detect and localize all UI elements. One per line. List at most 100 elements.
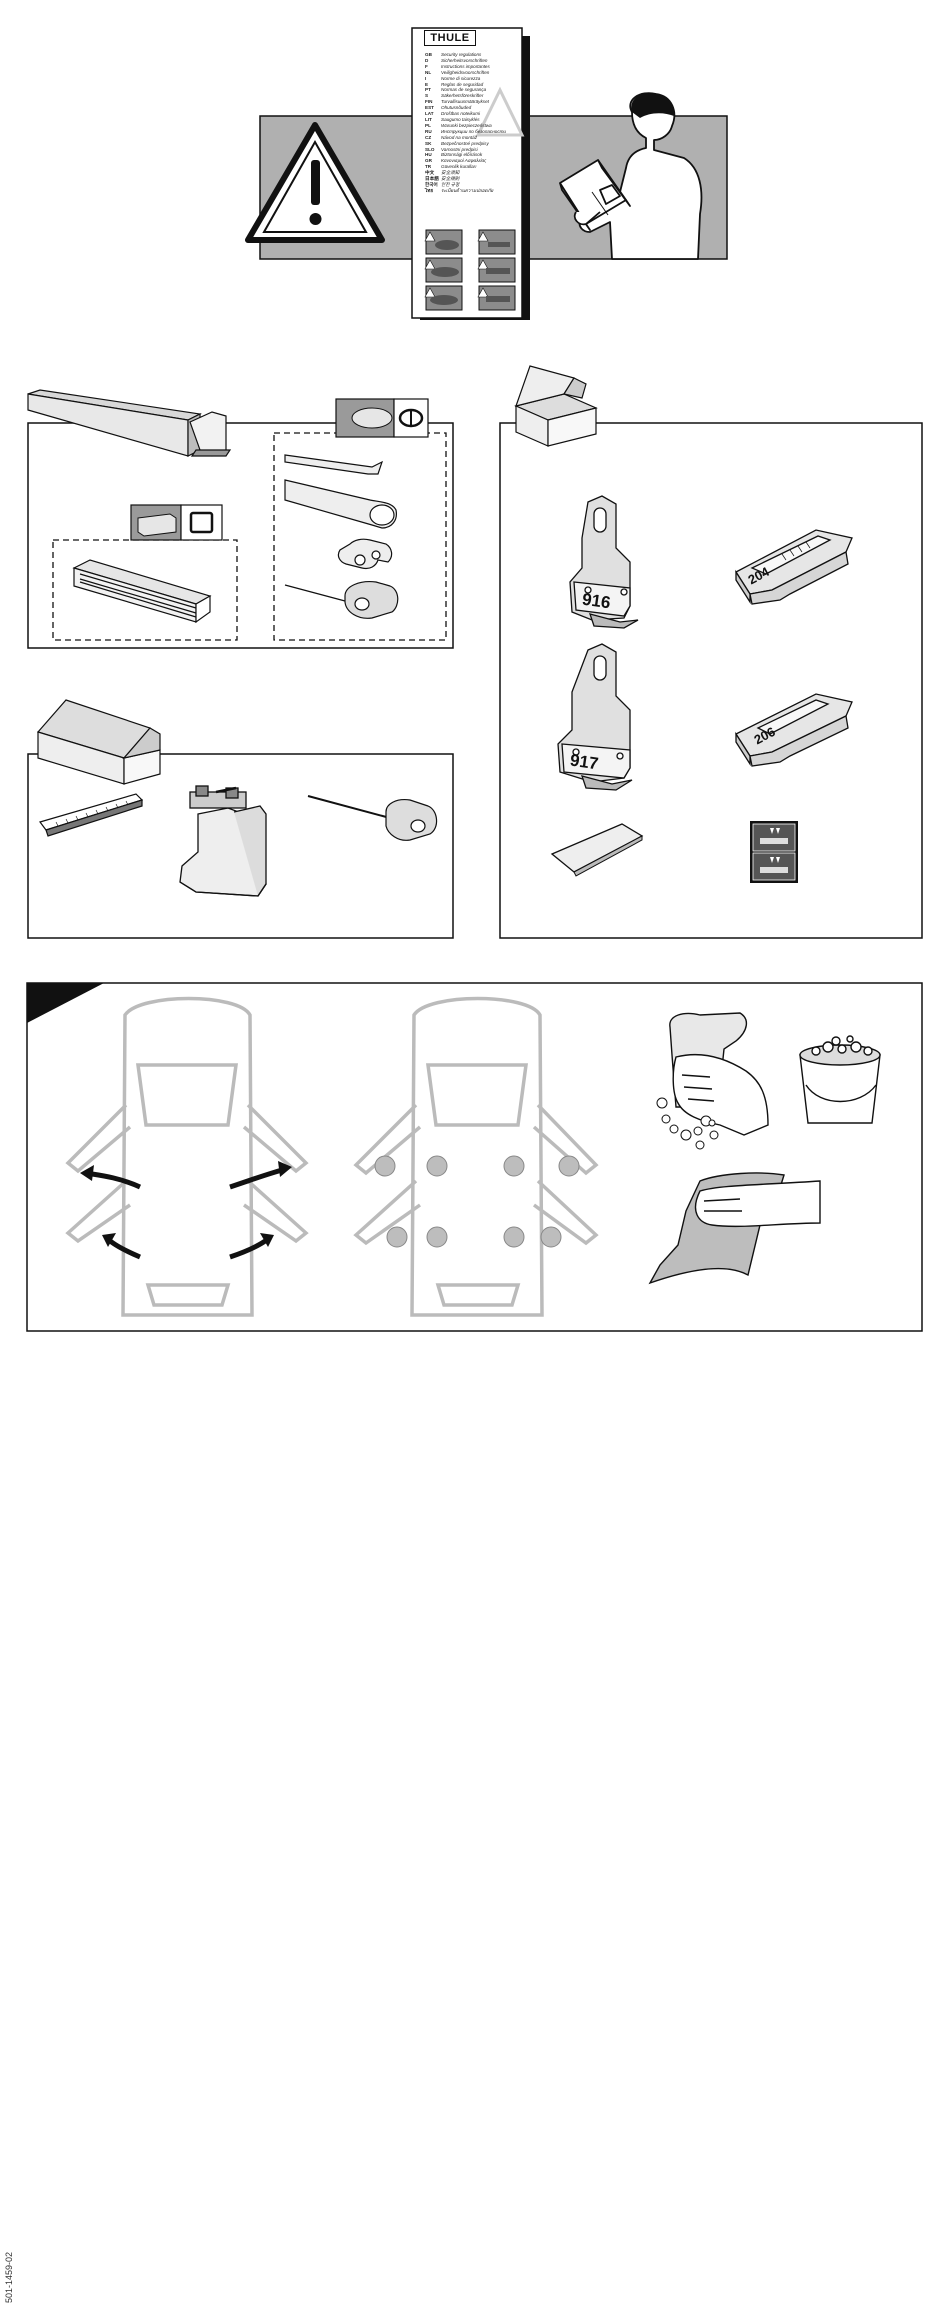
booklet-language-row: FIN Turvallisuusmääräykset [425, 99, 525, 105]
pad-204 [735, 529, 853, 605]
booklet-language-row: D Sicherheitsvorschriften [425, 58, 525, 64]
aero-bar [284, 479, 397, 529]
language-code: LIT [425, 116, 432, 122]
language-label: 안전 규정 [441, 181, 460, 187]
language-code: SLO [425, 146, 435, 152]
language-code: I [425, 75, 427, 81]
language-code: D [425, 57, 429, 63]
end-cap [337, 538, 393, 570]
language-label: Instructions importantes [441, 63, 490, 69]
language-label: Reglas de seguridad [441, 81, 484, 87]
language-code: F [425, 63, 428, 69]
brand-logo: THULE [424, 30, 476, 46]
bracket-917 [557, 643, 633, 791]
step-corner-marker [27, 983, 104, 1023]
booklet-language-row: CZ Návod na montáž [425, 135, 525, 141]
language-label: Varnostni predpisi [441, 146, 478, 152]
safety-scene [245, 27, 728, 320]
language-code: SK [425, 140, 432, 146]
booklet-language-row: E Reglas de seguridad [425, 82, 525, 88]
bracket-916 [569, 495, 639, 629]
language-code: TR [425, 164, 432, 170]
language-code: 中文 [425, 170, 435, 176]
language-label: Säkerhetsföreskrifter [441, 93, 484, 99]
drying-cloth [648, 1172, 821, 1285]
language-code: 日本語 [425, 176, 439, 182]
booklet-language-row: F Instructions importantes [425, 64, 525, 70]
language-code: FIN [425, 99, 433, 105]
language-label: Saugumo taisyklės [441, 116, 480, 122]
language-code: PT [425, 87, 431, 93]
language-label: Biztonsági előírások [441, 152, 483, 158]
language-label: Turvallisuusmääräykset [441, 99, 489, 105]
booklet-language-row: PT Normas de segurança [425, 87, 525, 93]
language-label: 安全须知 [441, 170, 460, 176]
car-top-view-doors-open [65, 996, 309, 1317]
language-label: Sicherheitsvorschriften [441, 57, 488, 63]
booklet-language-row: ไทย ระเบียบด้านความปลอดภัย [425, 188, 525, 194]
rubber-strip [284, 454, 384, 475]
booklet-language-row: S Säkerhetsföreskrifter [425, 93, 525, 99]
square-profile-icon [130, 504, 223, 541]
tool-rod [284, 584, 346, 602]
washing-hand [669, 1012, 769, 1136]
foot-pack-box-icon [36, 699, 161, 785]
measuring-ruler [39, 793, 144, 837]
booklet-language-row: TR Güvenlik kuralları [425, 164, 525, 170]
bracket-916-label: 916 [581, 590, 612, 613]
booklet-language-row: 日本語安全規則 [425, 176, 525, 182]
bar-profile-long [27, 389, 232, 457]
step-1-panel: 501-1459-02 [0, 975, 950, 2303]
language-label: 安全規則 [441, 176, 460, 182]
booklet-language-row: NL Veiligheidsvoorschriften [425, 70, 525, 76]
water-bucket [799, 1035, 881, 1124]
language-code: 한국어 [425, 181, 438, 187]
square-bar [72, 559, 212, 624]
language-code: LAT [425, 111, 434, 117]
pad-206 [735, 693, 853, 767]
language-code: ไทย [425, 187, 434, 193]
booklet-language-row: I Norme di sicurezza [425, 76, 525, 82]
roof-rack-foot [179, 785, 267, 897]
document-code: 501-1459-02 [4, 2251, 14, 2303]
language-label: ระเบียบด้านความปลอดภัย [441, 187, 494, 193]
language-code: NL [425, 69, 432, 75]
language-code: HU [425, 152, 432, 158]
booklet-language-row: 中文安全须知 [425, 170, 525, 176]
booklet-language-row: PL Warunki bezpieczeństwa [425, 123, 525, 129]
fitting-kit-panel: 916 917 204 [490, 358, 940, 948]
language-code: GR [425, 158, 432, 164]
language-label: Инструкции по безопасности [441, 128, 506, 134]
language-code: GB [425, 52, 432, 57]
language-label: Veiligheidsvoorschriften [441, 69, 490, 75]
car-top-view-contact-points [353, 996, 599, 1317]
lock-rod [307, 795, 438, 841]
language-code: E [425, 81, 429, 87]
kit-box-icon [514, 365, 598, 447]
language-label: Normas de segurança [441, 87, 487, 93]
language-code: S [425, 93, 429, 99]
language-label: Güvenlik kuralları [441, 164, 477, 170]
bars-panel [0, 350, 480, 660]
language-label: Norme di sicurezza [441, 75, 481, 81]
booklet-language-row: LAT Drošības noteikumi [425, 111, 525, 117]
instruction-sticker [750, 821, 798, 883]
language-code: CZ [425, 134, 432, 140]
language-label: Návod na montáž [441, 134, 478, 140]
language-label: Warunki bezpieczeństwa [441, 122, 492, 128]
foot-pack-panel [0, 688, 480, 948]
language-code: EST [425, 105, 434, 111]
bracket-917-label: 917 [569, 751, 600, 774]
booklet-language-row: LIT Saugumo taisyklės [425, 117, 525, 123]
language-label: Drošības noteikumi [441, 111, 481, 117]
aero-profile-icon [335, 398, 429, 438]
language-code: PL [425, 122, 431, 128]
